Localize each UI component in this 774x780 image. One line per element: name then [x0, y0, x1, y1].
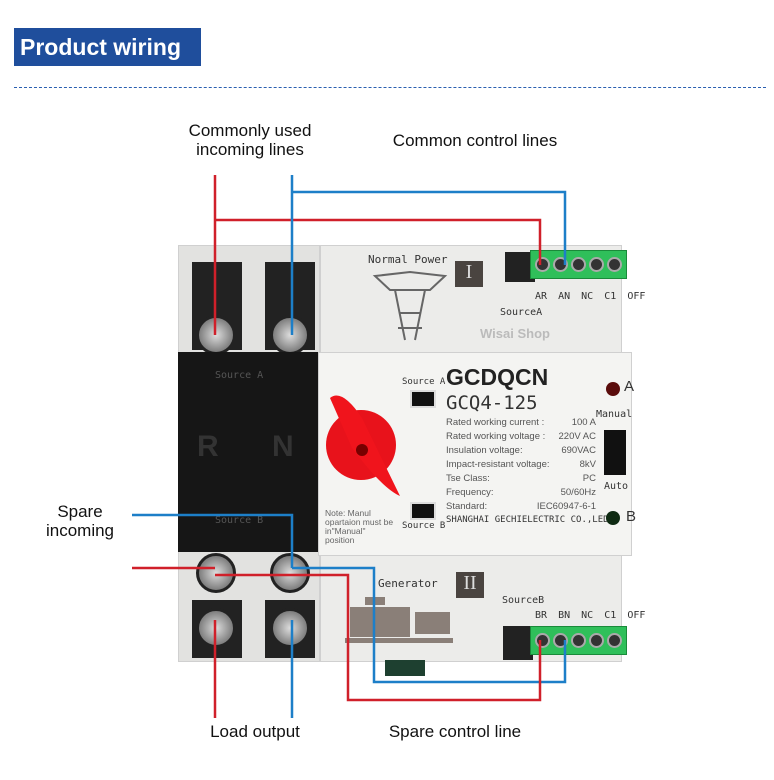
indicator-b-light: [606, 511, 620, 525]
source-b-terminal-labels: BR BN NC C1 OFF: [535, 610, 645, 621]
pole-n: N: [272, 430, 294, 463]
spec-list: Rated working current : 100 A Rated worki…: [446, 417, 596, 515]
label-spare-control: Spare control line: [388, 722, 522, 741]
source-one-badge: I: [455, 261, 483, 287]
spec-value: PC: [582, 473, 596, 484]
spec-key: Rated working voltage :: [446, 431, 546, 442]
spec-key: Standard:: [446, 501, 488, 512]
screw-icon: [535, 257, 550, 272]
manual-label: Manual: [596, 409, 633, 420]
auto-label: Auto: [604, 481, 629, 492]
cover-source-b: Source B: [215, 515, 264, 526]
generator-icon: [345, 597, 453, 643]
indicator-b-label: B: [626, 508, 637, 525]
label-load-output: Load output: [210, 722, 300, 741]
screw-icon: [553, 633, 568, 648]
slot: [503, 626, 533, 660]
spec-key: Impact-resistant voltage:: [446, 459, 550, 470]
terminal-label: BR: [535, 610, 548, 621]
screw-icon: [270, 315, 310, 355]
label-spare-incoming: Spare incoming: [45, 502, 115, 540]
switch-source-b-label: Source B: [402, 521, 446, 531]
label-commonly-used-incoming: Commonly used incoming lines: [188, 121, 312, 159]
spec-value: 100 A: [571, 417, 596, 428]
screw-icon: [196, 608, 236, 648]
rotary-handle[interactable]: [322, 388, 402, 503]
spec-key: Tse Class:: [446, 473, 490, 484]
generator-label: Generator: [378, 577, 438, 590]
spec-key: Frequency:: [446, 487, 494, 498]
spec-row: Impact-resistant voltage: 8kV: [446, 459, 596, 473]
screw-icon: [589, 257, 604, 272]
spec-value: IEC60947-6-1: [536, 501, 596, 512]
source-a-label: SourceA: [500, 307, 543, 318]
spec-value: 50/60Hz: [560, 487, 596, 498]
pole-r: R: [197, 430, 219, 463]
spec-row: Tse Class: PC: [446, 473, 596, 487]
terminal-label: BN: [558, 610, 571, 621]
divider: [14, 87, 766, 88]
terminal-label: NC: [581, 610, 594, 621]
source-a-window: [410, 390, 436, 408]
terminal-label: C1: [604, 291, 617, 302]
screw-icon: [270, 553, 310, 593]
screw-icon: [535, 633, 550, 648]
power-tower-icon: [372, 270, 448, 341]
screw-icon: [553, 257, 568, 272]
normal-power-label: Normal Power: [368, 253, 448, 266]
spec-value: 220V AC: [558, 431, 597, 442]
page-title: Product wiring: [14, 28, 201, 66]
spec-row: Rated working voltage : 220V AC: [446, 431, 596, 445]
spec-value: 8kV: [579, 459, 596, 470]
manufacturer: SHANGHAI GECHIELECTRIC CO.,LED: [446, 515, 609, 525]
manual-auto-switch[interactable]: [604, 430, 626, 475]
terminal-label: OFF: [627, 291, 646, 302]
source-two-badge: II: [456, 572, 484, 598]
screw-icon: [270, 608, 310, 648]
source-b-terminal-block: [530, 626, 627, 655]
spec-row: Insulation voltage: 690VAC: [446, 445, 596, 459]
model-number: GCQ4-125: [446, 392, 538, 414]
din-clip: [385, 660, 425, 676]
source-b-window: [410, 502, 436, 520]
terminal-label: NC: [581, 291, 594, 302]
screw-icon: [196, 315, 236, 355]
spec-key: Rated working current :: [446, 417, 545, 428]
screw-icon: [607, 633, 622, 648]
screw-icon: [571, 633, 586, 648]
terminal-label: AR: [535, 291, 548, 302]
indicator-a-label: A: [624, 378, 635, 395]
screw-icon: [571, 257, 586, 272]
spec-key: Insulation voltage:: [446, 445, 523, 456]
indicator-a-light: [606, 382, 620, 396]
screw-icon: [607, 257, 622, 272]
terminal-label: AN: [558, 291, 571, 302]
watermark: Wisai Shop: [480, 326, 550, 341]
source-a-terminal-block: [530, 250, 627, 279]
screw-icon: [589, 633, 604, 648]
spec-row: Frequency: 50/60Hz: [446, 487, 596, 501]
spec-row: Standard: IEC60947-6-1: [446, 501, 596, 515]
source-b-label: SourceB: [502, 595, 545, 606]
brand-name: GCDQCN: [446, 364, 549, 390]
note-text: Note: Manul opartaion must be in"Manual"…: [325, 508, 394, 545]
cover-source-a: Source A: [215, 370, 264, 381]
switch-source-a-label: Source A: [402, 377, 446, 387]
spec-value: 690VAC: [561, 445, 596, 456]
terminal-label: C1: [604, 610, 617, 621]
spec-row: Rated working current : 100 A: [446, 417, 596, 431]
label-common-control: Common control lines: [392, 131, 558, 150]
screw-icon: [196, 553, 236, 593]
source-a-terminal-labels: AR AN NC C1 OFF: [535, 291, 645, 302]
terminal-label: OFF: [627, 610, 646, 621]
